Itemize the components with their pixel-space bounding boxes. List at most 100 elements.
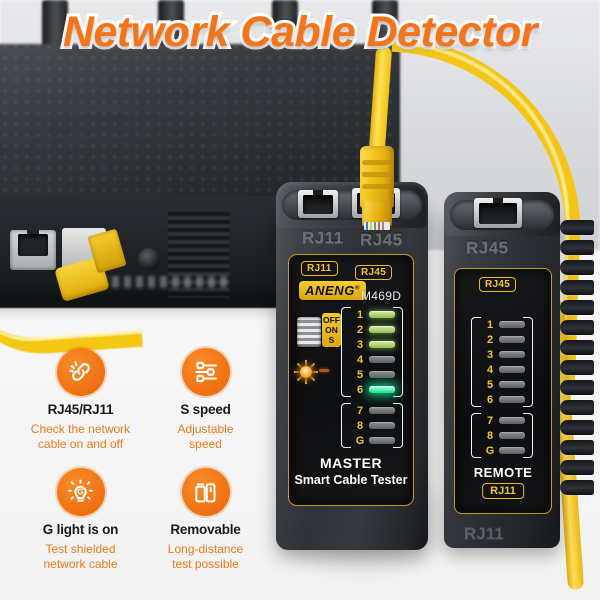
led-row: 2 — [471, 332, 533, 347]
led-row: 8 — [341, 418, 403, 433]
led-number: 6 — [356, 383, 364, 396]
led-indicator — [369, 341, 395, 348]
master-rj11-jack[interactable] — [298, 190, 338, 218]
led-number: G — [485, 444, 495, 457]
jack-opening — [479, 203, 517, 224]
tester-cable-boot — [360, 146, 394, 208]
led-number: 7 — [356, 404, 364, 417]
led-indicator — [499, 381, 525, 388]
remote-rj45-jack[interactable] — [474, 198, 522, 228]
feature-item: S speed Adjustable speed — [143, 348, 268, 452]
led-number: 7 — [486, 414, 494, 427]
feature-desc-line: Long-distance — [167, 542, 244, 556]
feature-description: Adjustable speed — [143, 422, 268, 452]
feature-desc-line: cable on and off — [37, 437, 124, 451]
bracket-right — [393, 307, 403, 397]
bracket-right — [393, 403, 403, 448]
switch-label-off: OFF — [323, 315, 340, 325]
led-row: 4 — [341, 352, 403, 367]
feature-row: G G light is on Test shielded network ca… — [18, 468, 268, 572]
jack-keyway — [313, 190, 323, 197]
led-number: 4 — [486, 363, 494, 376]
led-row: 2 — [341, 322, 403, 337]
bracket-left — [341, 307, 351, 397]
bracket-left — [341, 403, 351, 448]
speed-switch[interactable] — [297, 317, 321, 347]
feature-heading: S speed — [180, 402, 231, 417]
switch-labels: OFF ON S — [322, 313, 341, 347]
led-indicator — [369, 356, 395, 363]
router-label-text — [100, 276, 230, 288]
feature-desc-line: speed — [189, 437, 222, 451]
led-row: 6 — [471, 392, 533, 407]
led-number: 2 — [356, 323, 364, 336]
remote-badge-rj45: RJ45 — [479, 277, 517, 292]
led-number: 6 — [486, 393, 494, 406]
broken-link-icon — [56, 348, 105, 396]
feature-heading: G light is on — [42, 522, 119, 537]
master-panel: RJ11 RJ45 ANENG® M469D OFF ON S — [288, 254, 414, 506]
led-number: 5 — [486, 378, 494, 391]
power-indicator-icon — [294, 360, 318, 384]
led-indicator — [369, 371, 395, 378]
router-texture — [0, 44, 400, 204]
master-title: MASTER — [319, 455, 383, 471]
led-row: 3 — [341, 337, 403, 352]
router-ethernet-port-empty — [10, 230, 56, 270]
led-row: 1 — [471, 317, 533, 332]
led-row: 7 — [471, 413, 533, 428]
switch-label-s: S — [328, 335, 335, 345]
feature-heading: RJ45/RJ11 — [47, 402, 114, 417]
led-number: 2 — [486, 333, 494, 346]
master-port-label-rj11: RJ11 — [302, 228, 344, 247]
feature-description: Long-distance test possible — [143, 542, 268, 572]
led-row: 7 — [341, 403, 403, 418]
led-indicator — [369, 407, 395, 414]
jack-keyway — [493, 198, 503, 205]
led-indicator — [369, 437, 395, 444]
led-indicator — [499, 447, 525, 454]
svg-text:G: G — [77, 486, 83, 496]
led-indicator — [499, 432, 525, 439]
led-number: 1 — [356, 308, 364, 321]
brand-logo: ANENG® — [299, 281, 366, 300]
master-subtitle: Smart Cable Tester — [294, 473, 408, 487]
bracket-left — [471, 413, 481, 458]
remote-title: REMOTE — [473, 465, 533, 480]
bracket-left — [471, 317, 481, 407]
brand-logo-text: ANENG — [305, 283, 355, 298]
brand-registered-mark: ® — [354, 285, 360, 292]
led-indicator — [499, 321, 525, 328]
feature-list: RJ45/RJ11 Check the network cable on and… — [18, 348, 268, 572]
led-row: 6 — [341, 382, 403, 397]
led-number: 3 — [356, 338, 364, 351]
led-number: 5 — [356, 368, 364, 381]
feature-item: RJ45/RJ11 Check the network cable on and… — [18, 348, 143, 452]
feature-desc-line: test possible — [172, 557, 239, 571]
led-row: 3 — [471, 347, 533, 362]
led-indicator — [499, 417, 525, 424]
led-row: 1 — [341, 307, 403, 322]
remote-emboss-rj11: RJ11 — [464, 524, 504, 543]
master-port-label-rj45: RJ45 — [360, 230, 403, 249]
led-indicator — [369, 311, 395, 318]
led-indicator — [369, 326, 395, 333]
feature-row: RJ45/RJ11 Check the network cable on and… — [18, 348, 268, 452]
led-number: G — [355, 434, 365, 447]
led-number: 8 — [356, 419, 364, 432]
lightbulb-g-icon: G — [56, 468, 105, 516]
led-number: 3 — [486, 348, 494, 361]
led-indicator — [499, 366, 525, 373]
master-badge-rj45: RJ45 — [355, 265, 393, 280]
model-number: M469D — [361, 289, 402, 303]
